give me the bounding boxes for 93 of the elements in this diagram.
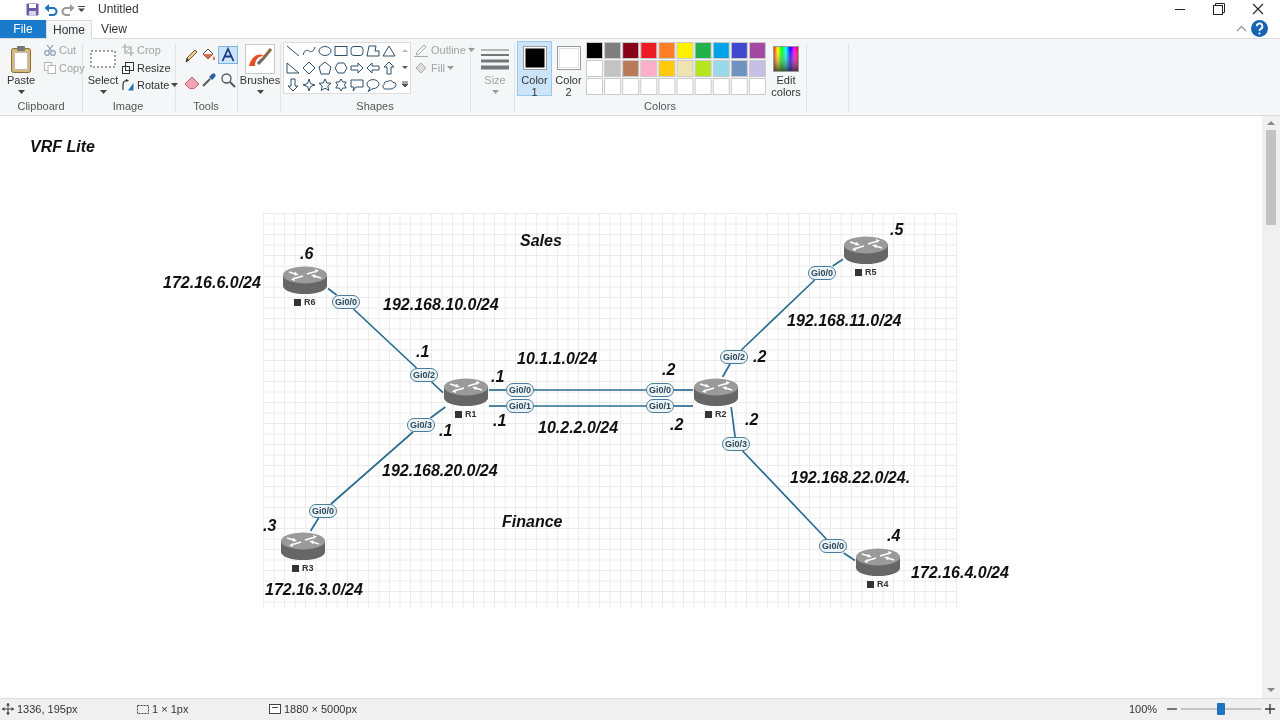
subnet-label: 192.168.10.0/24 [383, 296, 499, 314]
selection-size: 1 × 1px [152, 702, 189, 716]
subnet-label: 172.16.3.0/24 [265, 581, 363, 599]
link-line [330, 431, 414, 505]
link-line [352, 308, 418, 369]
zone-label: Sales [520, 232, 562, 250]
link-line [309, 517, 320, 532]
router-name: R1 [465, 409, 477, 420]
paste-label: Paste [6, 74, 36, 86]
subnet-label: 172.16.4.0/24 [911, 564, 1009, 582]
link-line [533, 405, 647, 407]
interface-tag: Gi0/3 [722, 437, 750, 451]
cut-label: Cut [59, 42, 77, 57]
outline-label: Outline [431, 42, 466, 57]
canvas-size: 1880 × 5000px [284, 702, 358, 716]
router-icon [282, 265, 328, 295]
group-label: Image [112, 99, 144, 113]
subnet-label: 192.168.11.0/24 [787, 312, 902, 330]
host-address: .1 [491, 368, 505, 386]
router-name: R4 [877, 579, 889, 590]
view-menu-label: View [100, 21, 128, 38]
subnet-label: 192.168.22.0/24. [790, 469, 911, 487]
cursor-position: 1336, 195px [17, 702, 78, 716]
router-icon [843, 235, 889, 265]
router-icon [443, 377, 489, 407]
fill-label: Fill [431, 60, 446, 75]
link-line [327, 287, 338, 296]
brushes-label: Brushes [239, 74, 281, 86]
select-label: Select [87, 74, 119, 86]
interface-tag: Gi0/1 [506, 399, 534, 413]
interface-tag: Gi0/0 [819, 539, 847, 553]
router-name: R2 [715, 409, 727, 420]
link-line [673, 389, 694, 391]
link-line [429, 406, 447, 419]
home-tab: Home [46, 20, 92, 39]
link-line [488, 389, 507, 391]
host-address: .4 [887, 527, 901, 545]
host-address: .2 [753, 348, 767, 366]
link-line [533, 389, 647, 391]
file-tab: File [0, 20, 46, 38]
router-icon [280, 531, 326, 561]
group-label: Shapes [356, 99, 394, 113]
host-address: .2 [745, 411, 759, 429]
secondary-color-label: Color 2 [554, 74, 583, 98]
interface-tag: Gi0/0 [808, 266, 836, 280]
interface-tag: Gi0/3 [407, 418, 435, 432]
window-title: Untitled [98, 2, 139, 16]
link-line [721, 363, 731, 378]
host-address: .1 [416, 343, 430, 361]
group-label: Tools [193, 99, 219, 113]
primary-color-button: Color 1 [517, 41, 552, 96]
group-label: Clipboard [17, 99, 65, 113]
host-address: .5 [890, 221, 904, 239]
host-address: .1 [439, 422, 453, 440]
resize-label: Resize [137, 60, 171, 75]
link-line [842, 552, 856, 562]
router-name: R3 [302, 563, 314, 574]
subnet-label: 10.1.1.0/24 [517, 350, 598, 368]
subnet-label: 172.16.6.0/24 [163, 274, 261, 292]
link-line [673, 405, 694, 407]
link-line [488, 405, 507, 407]
host-address: .6 [300, 245, 314, 263]
subnet-label: 192.168.20.0/24 [382, 462, 498, 480]
zoom-level: 100% [1129, 702, 1158, 716]
interface-tag: Gi0/2 [720, 350, 748, 364]
interface-tag: Gi0/0 [332, 295, 360, 309]
interface-tag: Gi0/0 [309, 504, 337, 518]
router-name: R5 [865, 267, 877, 278]
link-line [741, 450, 828, 540]
host-address: .3 [263, 517, 277, 535]
group-label: Colors [644, 99, 676, 113]
router-icon [693, 377, 739, 407]
router-icon [855, 547, 901, 577]
interface-tag: Gi0/2 [410, 368, 438, 382]
interface-tag: Gi0/0 [506, 383, 534, 397]
link-line [730, 406, 736, 438]
host-address: .1 [493, 412, 507, 430]
edit-colors-label: Edit colors [770, 74, 802, 98]
interface-tag: Gi0/1 [646, 399, 674, 413]
host-address: .2 [670, 416, 684, 434]
rotate-label: Rotate [137, 77, 170, 92]
subnet-label: 10.2.2.0/24 [538, 419, 619, 437]
host-address: .2 [662, 361, 676, 379]
link-line [740, 279, 816, 351]
router-name: R6 [304, 297, 316, 308]
interface-tag: Gi0/0 [646, 383, 674, 397]
crop-label: Crop [137, 42, 161, 57]
page-title: VRF Lite [30, 138, 95, 156]
link-line [831, 258, 844, 267]
size-label: Size [484, 74, 506, 86]
link-line [430, 381, 444, 394]
zone-label: Finance [502, 513, 563, 531]
copy-label: Copy [59, 60, 85, 75]
